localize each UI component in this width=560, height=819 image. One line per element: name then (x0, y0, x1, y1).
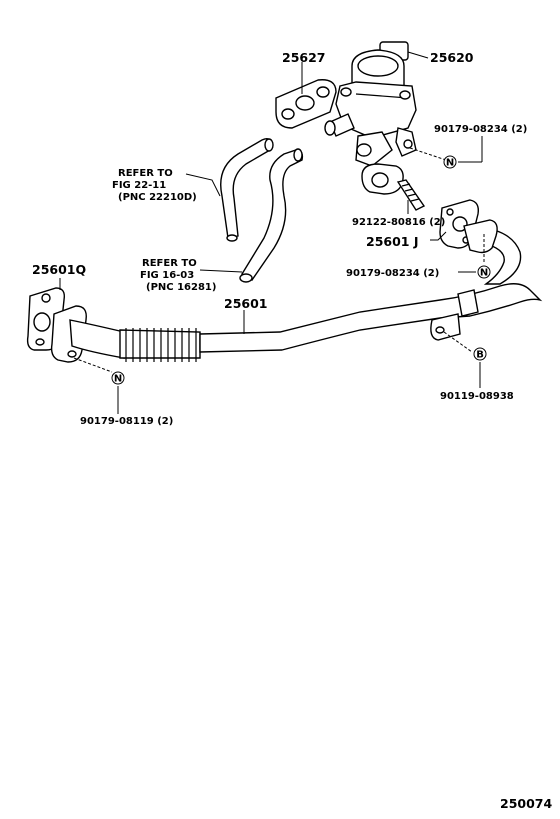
svg-text:N: N (480, 268, 488, 279)
svg-text:REFER TO: REFER TO (118, 168, 173, 179)
bolt-marker[interactable]: B (473, 347, 487, 361)
label-90179-08119[interactable]: 90179-08119 (2) (80, 416, 173, 427)
egr-pipe-25601[interactable] (26, 227, 543, 363)
svg-text:REFER TO: REFER TO (142, 258, 197, 269)
figure-number: 250074 (500, 796, 552, 811)
egr-valve-25620[interactable] (324, 41, 417, 195)
label-92122-80816[interactable]: 92122-80816 (2) (352, 217, 445, 228)
label-25620[interactable]: 25620 (430, 50, 474, 65)
label-25601[interactable]: 25601 (224, 296, 268, 311)
refer-note-fig-16-03: REFER TO FIG 16-03 (PNC 16281) (140, 258, 216, 293)
svg-text:(PNC 16281): (PNC 16281) (146, 282, 216, 293)
label-90119-08938[interactable]: 90119-08938 (440, 391, 514, 402)
gasket-25601j[interactable] (439, 199, 498, 254)
svg-text:B: B (476, 350, 484, 361)
label-25601q[interactable]: 25601Q (32, 262, 86, 277)
refer-note-fig-22-11: REFER TO FIG 22-11 (PNC 22210D) (112, 168, 197, 203)
svg-text:N: N (446, 158, 454, 169)
label-90179-08234-top[interactable]: 90179-08234 (2) (434, 124, 527, 135)
nut-marker-top[interactable]: N (443, 155, 457, 169)
leader-lines (59, 51, 485, 414)
hose-fig-22-11[interactable] (220, 137, 274, 242)
svg-text:FIG 22-11: FIG 22-11 (112, 180, 166, 191)
nut-marker-mid[interactable]: N (477, 265, 491, 279)
hose-fig-16-03[interactable] (239, 148, 304, 283)
label-25627[interactable]: 25627 (282, 50, 326, 65)
bellows-corrugation (125, 328, 197, 362)
label-25601j[interactable]: 25601 J (366, 234, 419, 249)
svg-text:(PNC 22210D): (PNC 22210D) (118, 192, 197, 203)
svg-text:FIG 16-03: FIG 16-03 (140, 270, 194, 281)
label-90179-08234-mid[interactable]: 90179-08234 (2) (346, 268, 439, 279)
gasket-25627[interactable] (275, 79, 337, 129)
nut-marker-bottom[interactable]: N (111, 371, 125, 385)
stud-bolt-92122[interactable] (396, 179, 426, 211)
svg-text:N: N (114, 374, 122, 385)
